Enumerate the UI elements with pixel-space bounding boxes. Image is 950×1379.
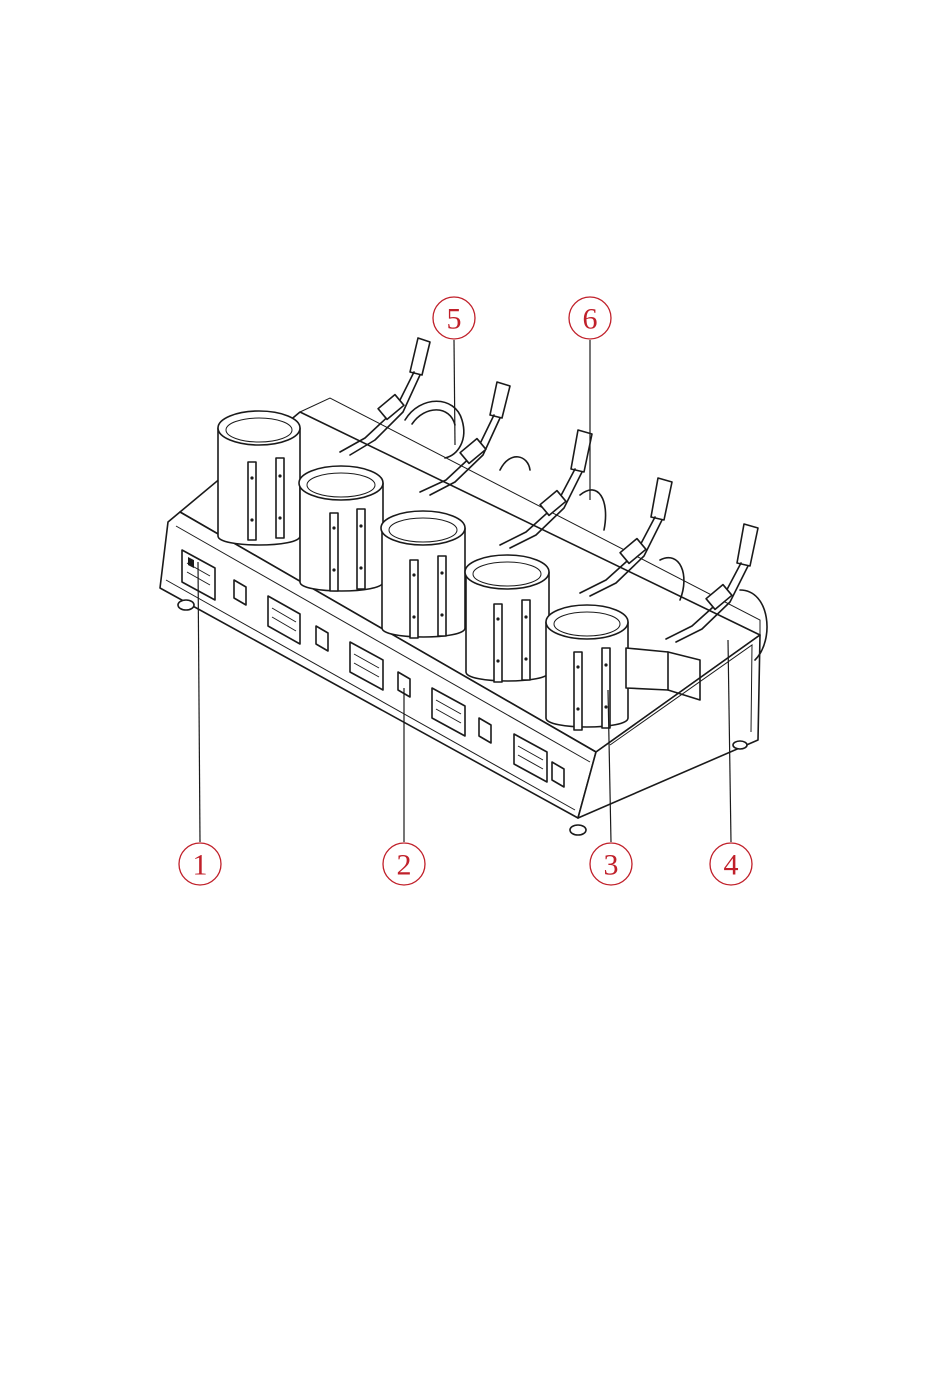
callout-number: 1 [193, 849, 208, 882]
leader-5 [454, 340, 455, 445]
foot-front-left [178, 600, 194, 610]
callout-number: 2 [397, 849, 412, 882]
callout-number: 3 [604, 849, 619, 882]
foot-front-right [570, 825, 586, 835]
mug-heater-2 [299, 466, 383, 591]
callout-3: 3 [590, 843, 632, 885]
mug-heater-1 [218, 411, 300, 545]
callout-1: 1 [179, 843, 221, 885]
callout-2: 2 [383, 843, 425, 885]
mug-heater-4 [465, 555, 549, 682]
callout-number: 4 [724, 849, 739, 882]
heater-cable-3 [580, 490, 606, 530]
callout-5: 5 [433, 297, 475, 339]
heater-cable-2 [500, 457, 530, 470]
callout-number: 6 [583, 303, 598, 336]
callout-number: 5 [447, 303, 462, 336]
mug-heater-3 [381, 511, 465, 638]
callout-6: 6 [569, 297, 611, 339]
foot-back-right [733, 741, 747, 749]
callout-4: 4 [710, 843, 752, 885]
